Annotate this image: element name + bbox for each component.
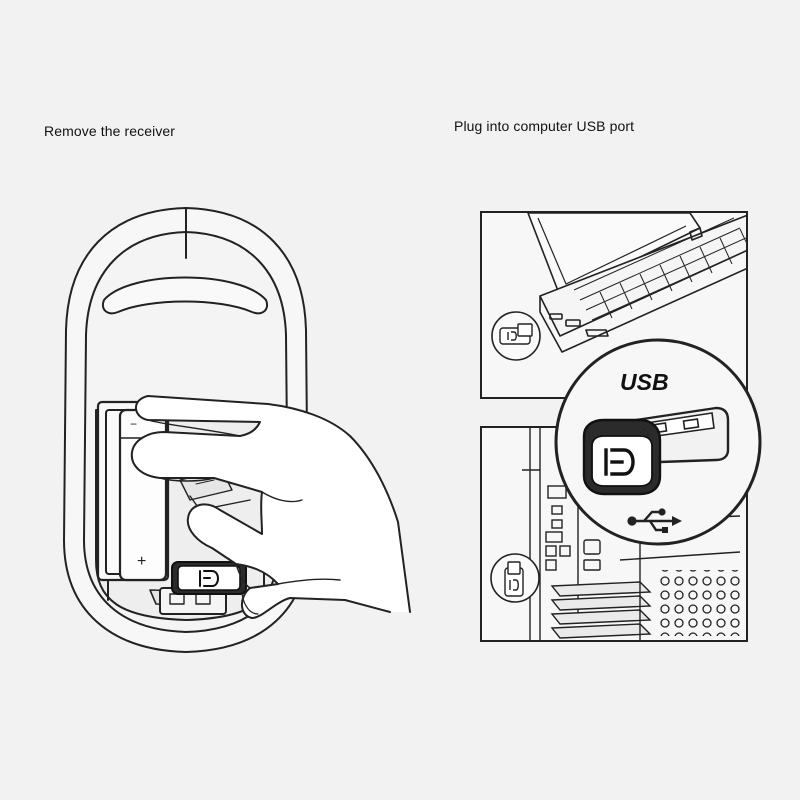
usb-label: USB [620,369,669,395]
fd-logo-icon [199,570,219,587]
mini-receiver-vertical-icon [504,561,524,597]
usb-receiver-large [582,406,730,496]
laptop-keyboard [573,217,746,321]
mouse-illustration [63,207,411,653]
laptop-base [539,214,746,337]
battery-minus-label: − [130,417,137,431]
usb-trident-icon [627,508,682,533]
caption-remove-receiver: Remove the receiver [44,123,176,139]
mouse-scroll-recess [102,276,268,315]
battery-plus-label: + [137,553,146,570]
mini-receiver-icon [499,323,533,345]
tower-vent [660,570,740,636]
fd-logo-icon [604,448,635,476]
expansion-slots [550,581,652,639]
caption-plug-usb: Plug into computer USB port [454,118,635,134]
usb-magnifier [554,338,762,546]
